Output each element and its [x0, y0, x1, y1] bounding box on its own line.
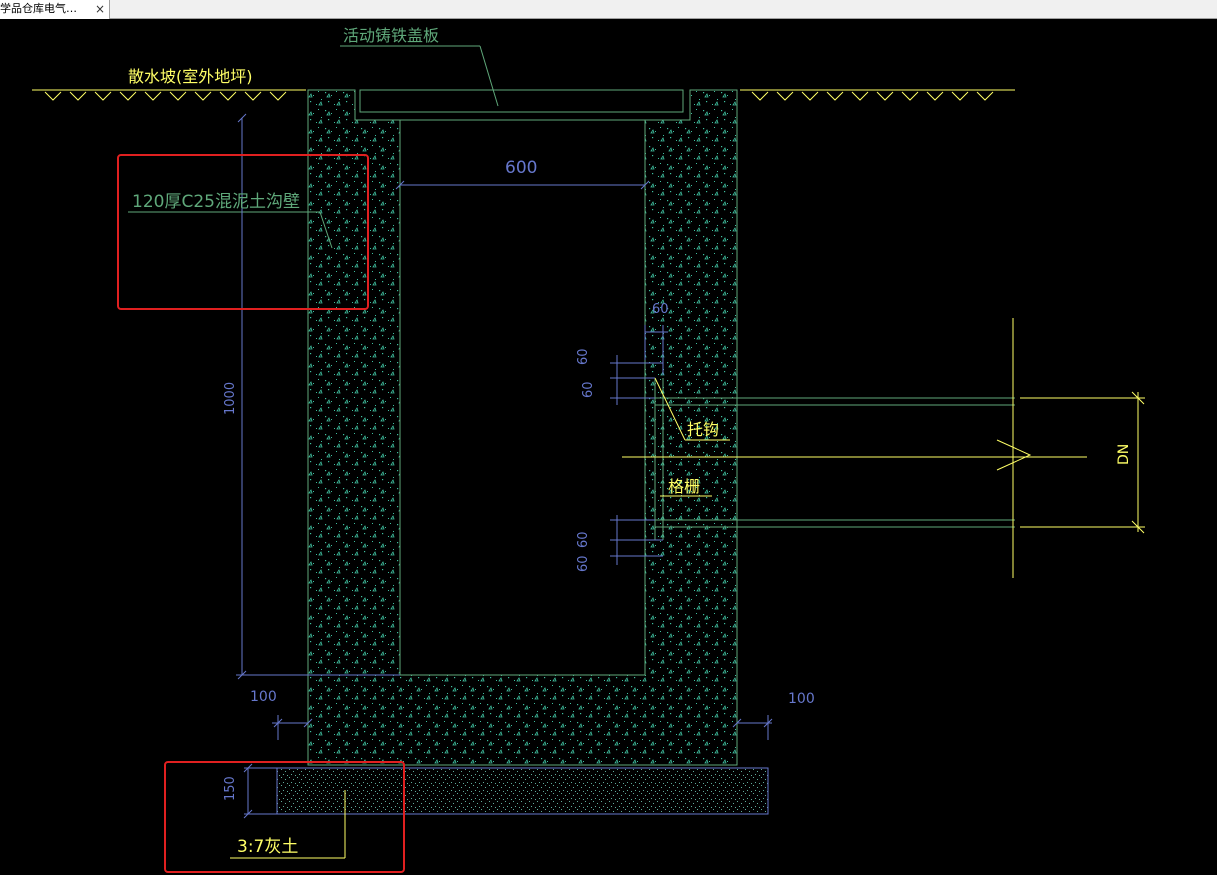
close-icon[interactable]: ×	[94, 2, 105, 16]
document-tab-title: 学品仓库电气…	[0, 2, 77, 15]
highlight-box-base	[164, 761, 405, 873]
dn-dimension	[1020, 391, 1145, 534]
dim-60-a: 60	[576, 348, 591, 365]
ground-line	[32, 89, 1015, 101]
document-tab[interactable]: 学品仓库电气… ×	[0, 0, 110, 19]
wall-label: 120厚C25混泥土沟壁	[132, 192, 300, 212]
width-600-label: 600	[505, 158, 537, 178]
trench-walls	[307, 89, 738, 766]
grille-label: 格栅	[668, 477, 700, 496]
depth-1000-label: 1000	[223, 382, 238, 415]
pipe	[654, 378, 1015, 540]
leaders	[128, 45, 499, 249]
cover-label: 活动铸铁盖板	[343, 26, 439, 45]
highlight-box-wall	[117, 154, 369, 310]
dim-60-c: 60	[576, 531, 591, 548]
lime-soil-label: 3:7灰土	[237, 837, 298, 857]
lime-soil-base	[276, 767, 769, 815]
apron-label: 散水坡(室外地坪)	[128, 67, 253, 86]
dim-60-top: 60	[652, 302, 669, 317]
dim-100-right: 100	[788, 691, 815, 707]
dim-100-left: 100	[250, 689, 277, 705]
cad-drawing-canvas[interactable]: DN	[0, 19, 1217, 875]
bracket-label: 托钩	[687, 420, 719, 439]
dim-150-label: 150	[223, 776, 238, 801]
dn-label: DN	[1116, 444, 1132, 465]
cast-iron-cover	[359, 89, 684, 113]
yellow-leaders	[230, 377, 730, 859]
dimension-lines	[236, 113, 773, 819]
pipe-centerline	[622, 318, 1087, 578]
dim-60-b: 60	[581, 381, 596, 398]
dim-60-d: 60	[576, 555, 591, 572]
document-tab-bar: 学品仓库电气… ×	[0, 0, 1217, 19]
